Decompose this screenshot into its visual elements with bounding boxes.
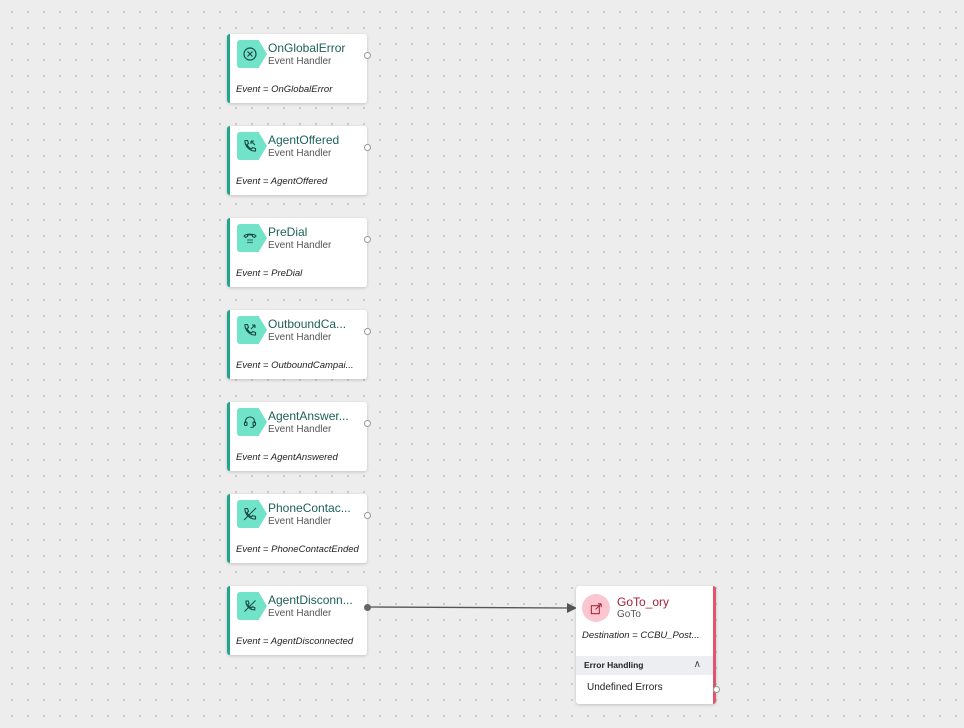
- output-port[interactable]: [364, 328, 371, 335]
- phone-ended-icon: [237, 500, 267, 528]
- node-subtitle: Event Handler: [268, 608, 332, 619]
- error-circle-icon: [237, 40, 267, 68]
- error-output-port[interactable]: [713, 686, 720, 693]
- error-handling-label: Error Handling: [584, 660, 644, 670]
- goto-node[interactable]: GoTo_ory GoTo Destination = CCBU_Post...…: [576, 586, 716, 704]
- output-port[interactable]: [364, 52, 371, 59]
- node-subtitle: GoTo: [617, 609, 641, 620]
- output-port[interactable]: [364, 236, 371, 243]
- node-title: AgentAnswer...: [268, 409, 349, 423]
- error-handling-header[interactable]: Error Handling ∧: [576, 656, 713, 675]
- node-detail: Event = AgentDisconnected: [236, 636, 354, 647]
- event-handler-node-predial[interactable]: PreDial Event Handler Event = PreDial: [227, 218, 367, 287]
- node-detail: Event = PreDial: [236, 268, 303, 279]
- event-handler-node-agentoffered[interactable]: AgentOffered Event Handler Event = Agent…: [227, 126, 367, 195]
- event-handler-node-outboundcampaign[interactable]: OutboundCa... Event Handler Event = Outb…: [227, 310, 367, 379]
- chevron-up-icon[interactable]: ∧: [693, 659, 701, 670]
- goto-arrow-icon: [582, 594, 610, 622]
- node-title: OnGlobalError: [268, 41, 346, 55]
- event-handler-node-phonecontactended[interactable]: PhoneContac... Event Handler Event = Pho…: [227, 494, 367, 563]
- node-subtitle: Event Handler: [268, 148, 332, 159]
- output-port-connected[interactable]: [364, 604, 371, 611]
- phone-disconnect-icon: [237, 592, 267, 620]
- node-detail: Event = OnGlobalError: [236, 84, 333, 95]
- event-handler-node-agentanswered[interactable]: AgentAnswer... Event Handler Event = Age…: [227, 402, 367, 471]
- node-subtitle: Event Handler: [268, 240, 332, 251]
- output-port[interactable]: [364, 512, 371, 519]
- event-handler-node-onglobalerror[interactable]: OnGlobalError Event Handler Event = OnGl…: [227, 34, 367, 103]
- node-detail: Destination = CCBU_Post...: [582, 630, 700, 641]
- phone-outgoing-icon: [237, 316, 267, 344]
- headset-icon: [237, 408, 267, 436]
- event-handler-node-agentdisconnected[interactable]: AgentDisconn... Event Handler Event = Ag…: [227, 586, 367, 655]
- node-subtitle: Event Handler: [268, 332, 332, 343]
- output-port[interactable]: [364, 144, 371, 151]
- node-detail: Event = PhoneContactEnded: [236, 544, 359, 555]
- output-port[interactable]: [364, 420, 371, 427]
- dialpad-phone-icon: [237, 224, 267, 252]
- node-title: AgentOffered: [268, 133, 340, 147]
- node-detail: Event = AgentOffered: [236, 176, 328, 187]
- node-subtitle: Event Handler: [268, 56, 332, 67]
- node-subtitle: Event Handler: [268, 424, 332, 435]
- node-title: PhoneContac...: [268, 501, 351, 515]
- node-title: OutboundCa...: [268, 317, 347, 331]
- node-detail: Event = OutboundCampai...: [236, 360, 354, 371]
- node-title: GoTo_ory: [617, 595, 670, 609]
- phone-incoming-icon: [237, 132, 267, 160]
- node-title: AgentDisconn...: [268, 593, 353, 607]
- error-item-undefined: Undefined Errors: [587, 682, 663, 693]
- node-subtitle: Event Handler: [268, 516, 332, 527]
- node-detail: Event = AgentAnswered: [236, 452, 338, 463]
- node-title: PreDial: [268, 225, 308, 239]
